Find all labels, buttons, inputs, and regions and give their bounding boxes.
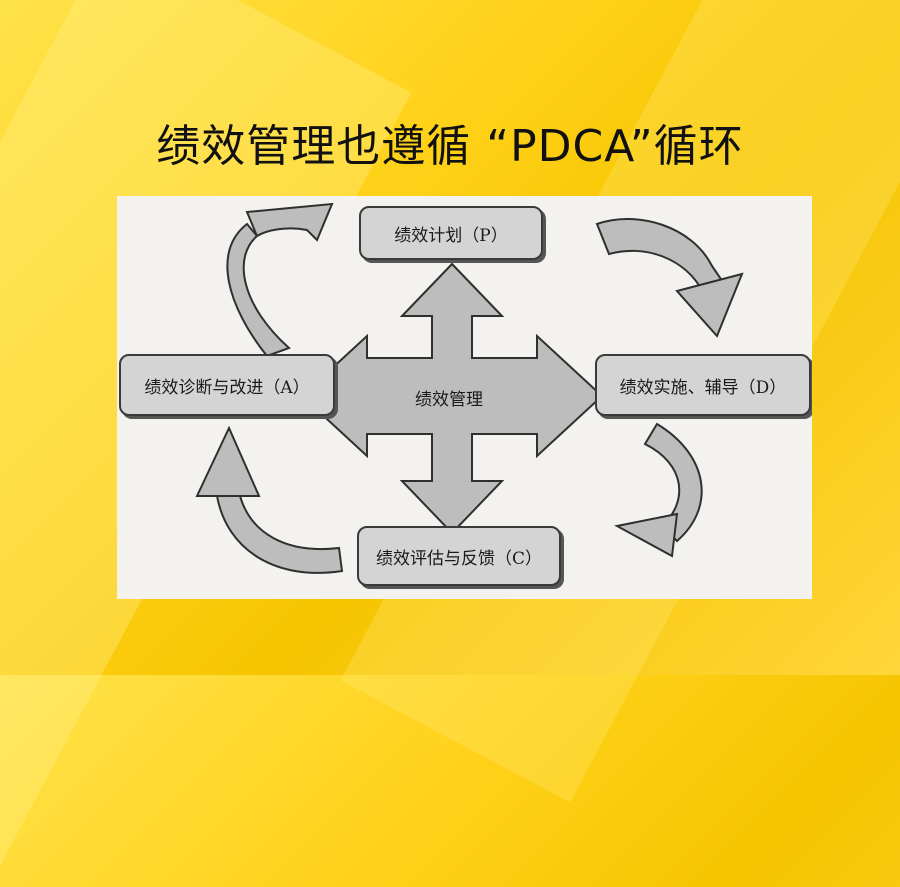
box-do: 绩效实施、辅导（D）	[595, 354, 811, 416]
box-do-label: 绩效实施、辅导（D）	[619, 377, 787, 398]
cycle-arrow-plan-to-do	[595, 218, 744, 338]
cycle-arrow-check-to-act	[195, 425, 344, 574]
center-label: 绩效管理	[415, 390, 483, 410]
slide-title: 绩效管理也遵循 “PDCA”循环	[156, 121, 744, 172]
cycle-arrow-do-to-check	[614, 422, 703, 558]
diagram-graphics	[195, 202, 744, 574]
box-act: 绩效诊断与改进（A）	[119, 354, 335, 416]
box-plan: 绩效计划（P）	[359, 206, 543, 260]
box-act-label: 绩效诊断与改进（A）	[144, 377, 310, 398]
pdca-diagram: 绩效计划（P） 绩效诊断与改进（A） 绩效实施、辅导（D） 绩效评估与反馈（C）…	[117, 196, 812, 599]
box-check: 绩效评估与反馈（C）	[357, 526, 561, 586]
box-check-label: 绩效评估与反馈（C）	[375, 548, 542, 569]
box-plan-label: 绩效计划（P）	[394, 225, 508, 246]
cycle-arrow-act-to-plan	[226, 202, 334, 358]
